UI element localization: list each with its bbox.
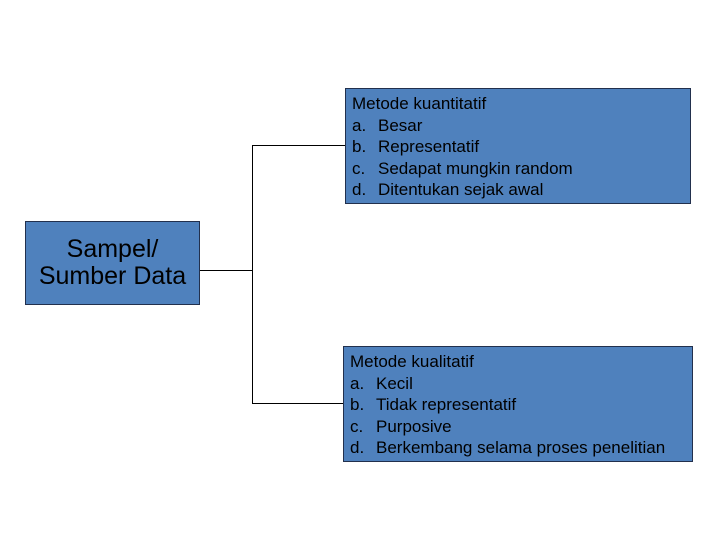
- list-item: a. Besar: [352, 115, 685, 137]
- list-text: Berkembang selama proses penelitian: [376, 438, 666, 457]
- root-label-line1: Sampel/: [66, 235, 159, 263]
- root-node-sampel-sumber-data: Sampel/ Sumber Data: [25, 221, 200, 305]
- list-text: Tidak representatif: [376, 395, 517, 414]
- list-marker: b.: [350, 395, 365, 414]
- list-item: b. Representatif: [352, 136, 685, 158]
- connector-bottom-branch: [252, 403, 343, 404]
- branch-node-kualitatif: Metode kualitatif a. Kecil b. Tidak repr…: [343, 346, 693, 462]
- list-text: Sedapat mungkin random: [378, 158, 573, 178]
- branch-node-kuantitatif: Metode kuantitatif a. Besar b. Represent…: [345, 88, 691, 204]
- list-text: Kecil: [376, 373, 413, 393]
- list-item: d. Berkembang selama proses penelitian: [350, 437, 687, 459]
- list-marker: c.: [350, 416, 364, 436]
- root-label-line2: Sumber Data: [38, 262, 187, 290]
- list-marker: c.: [352, 158, 366, 178]
- branch-title: Metode kualitatif: [350, 352, 474, 371]
- list-text: Ditentukan sejak awal: [378, 180, 544, 199]
- branch-title: Metode kuantitatif: [352, 94, 487, 113]
- list-item: c. Purposive: [350, 416, 687, 438]
- list-marker: d.: [352, 180, 367, 199]
- list-item: d. Ditentukan sejak awal: [352, 179, 685, 201]
- connector-root-horizontal: [200, 270, 252, 271]
- list-item: a. Kecil: [350, 373, 687, 395]
- list-marker: d.: [350, 438, 365, 457]
- list-text: Besar: [378, 115, 423, 135]
- list-marker: a.: [352, 115, 367, 135]
- list-text: Representatif: [378, 137, 480, 156]
- list-text: Purposive: [376, 416, 452, 436]
- list-marker: b.: [352, 137, 367, 156]
- list-item: b. Tidak representatif: [350, 394, 687, 416]
- list-marker: a.: [350, 373, 365, 393]
- connector-top-branch: [252, 145, 345, 146]
- list-item: c. Sedapat mungkin random: [352, 158, 685, 180]
- connector-vertical-spine: [252, 145, 253, 404]
